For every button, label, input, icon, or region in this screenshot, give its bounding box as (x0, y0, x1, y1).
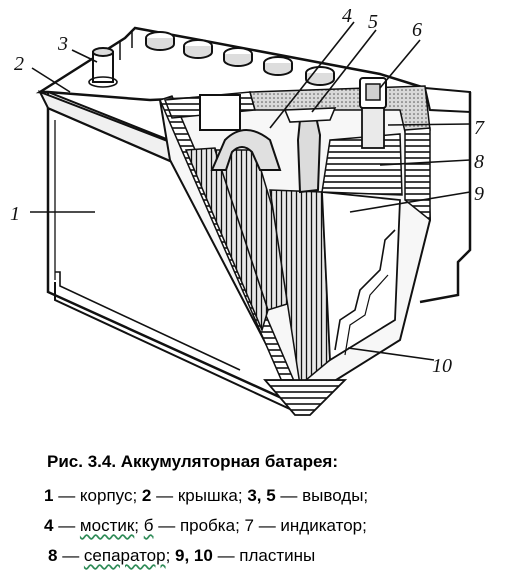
callout-5: 5 (368, 11, 378, 33)
filler-caps (145, 31, 335, 86)
caption-word: мостик (79, 516, 135, 535)
battery-illustration: 1 2 3 4 5 6 7 8 9 10 (10, 5, 485, 416)
callout-leaders (30, 21, 471, 361)
caption-num: 9, 10 (175, 546, 213, 565)
caption-line-3: 8 — сепаратор; 9, 10 — пластины (48, 546, 315, 566)
callout-8: 8 (474, 151, 484, 173)
caption-text: — крышка; (151, 486, 248, 505)
caption-line-1: 1 — корпус; 2 — крышка; 3, 5 — выводы; (44, 486, 368, 506)
caption-num: 3, 5 (247, 486, 276, 505)
callout-7: 7 (474, 117, 485, 139)
caption-text: — выводы; (275, 486, 369, 505)
callout-4: 4 (342, 5, 352, 27)
caption-text: — корпус; (53, 486, 142, 505)
caption-text: — пробка; 7 — индикатор; (153, 516, 367, 535)
caption-num: 8 (48, 546, 58, 565)
caption-word: сепаратор (83, 546, 166, 565)
caption-num: 4 (44, 516, 54, 535)
caption-num: 1 (44, 486, 54, 505)
caption-title: Рис. 3.4. Аккумуляторная батарея: (47, 452, 338, 471)
caption-text: ; (134, 516, 144, 535)
caption-text: — (57, 546, 84, 565)
terminal-post (88, 47, 118, 88)
callout-2: 2 (14, 53, 24, 75)
callout-1: 1 (10, 203, 20, 225)
caption-num: 2 (141, 486, 152, 505)
caption-text: ; (165, 546, 176, 565)
caption-word: б (143, 516, 154, 535)
callout-9: 9 (474, 183, 484, 205)
callout-3: 3 (57, 33, 68, 55)
cutaway-section (158, 77, 432, 416)
caption-text: — пластины (212, 546, 316, 565)
callout-10: 10 (432, 355, 452, 377)
caption-text: — (53, 516, 80, 535)
caption-line-2: 4 — мостик; б — пробка; 7 — индикатор; (44, 516, 367, 536)
callout-6: 6 (412, 19, 422, 41)
